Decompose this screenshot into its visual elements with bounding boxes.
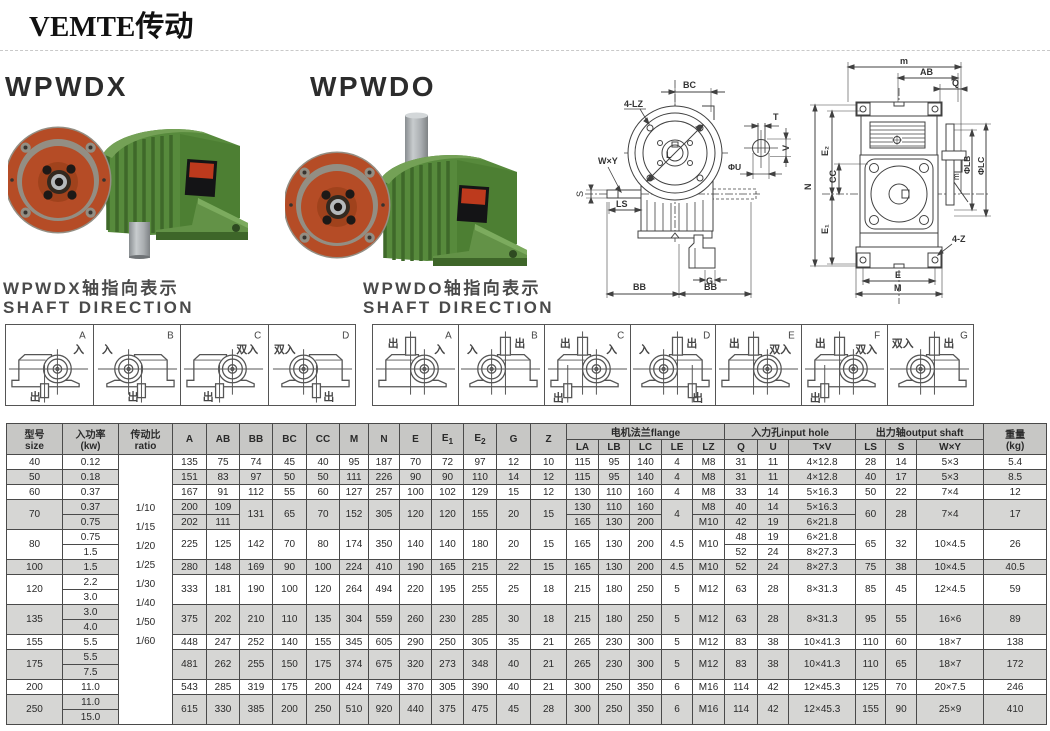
svg-text:出: 出 <box>323 390 334 404</box>
svg-text:T: T <box>773 112 779 122</box>
svg-text:m: m <box>952 173 961 180</box>
svg-text:入: 入 <box>467 343 478 356</box>
svg-text:E₁: E₁ <box>820 224 830 234</box>
svg-text:出: 出 <box>514 336 525 350</box>
svg-text:Q: Q <box>952 78 959 88</box>
svg-text:BC: BC <box>683 80 696 90</box>
svg-text:入: 入 <box>73 343 84 356</box>
svg-text:E: E <box>895 270 901 280</box>
svg-text:出: 出 <box>943 336 954 350</box>
svg-text:V: V <box>781 145 791 151</box>
svg-text:出: 出 <box>30 390 41 404</box>
svg-text:双入: 双入 <box>770 343 792 356</box>
svg-text:C: C <box>617 330 624 341</box>
svg-text:BB: BB <box>704 282 717 292</box>
svg-text:M: M <box>894 283 902 293</box>
svg-text:L: L <box>666 150 672 160</box>
svg-text:入: 入 <box>606 343 617 356</box>
svg-text:入: 入 <box>434 343 445 356</box>
svg-text:出: 出 <box>692 391 703 405</box>
svg-text:AB: AB <box>920 67 933 77</box>
svg-text:E₂: E₂ <box>820 146 830 156</box>
svg-text:D: D <box>703 330 710 341</box>
svg-text:W×Y: W×Y <box>598 156 618 166</box>
svg-text:ΦLB: ΦLB <box>962 156 972 174</box>
svg-text:入: 入 <box>101 343 112 356</box>
svg-text:B: B <box>167 330 174 341</box>
svg-text:N: N <box>803 184 813 191</box>
svg-text:G: G <box>706 276 713 286</box>
svg-text:G: G <box>960 330 968 341</box>
svg-text:双入: 双入 <box>856 343 878 356</box>
svg-text:ΦU: ΦU <box>728 162 741 172</box>
svg-text:S: S <box>575 191 585 197</box>
svg-text:F: F <box>874 330 880 341</box>
svg-text:BB: BB <box>633 282 646 292</box>
svg-text:入: 入 <box>638 343 649 356</box>
svg-text:出: 出 <box>815 336 826 350</box>
svg-text:CC: CC <box>828 170 838 183</box>
svg-text:ΦLC: ΦLC <box>976 157 986 175</box>
svg-text:4-Z: 4-Z <box>952 234 966 244</box>
svg-text:双入: 双入 <box>273 343 295 356</box>
svg-text:双入: 双入 <box>236 343 258 356</box>
svg-text:A: A <box>445 330 452 341</box>
svg-text:A: A <box>79 330 86 341</box>
svg-text:双入: 双入 <box>892 337 914 350</box>
svg-text:C: C <box>254 330 261 341</box>
svg-text:出: 出 <box>560 336 571 350</box>
svg-text:出: 出 <box>686 336 697 350</box>
svg-text:出: 出 <box>127 390 138 404</box>
svg-text:出: 出 <box>553 391 564 405</box>
svg-text:出: 出 <box>729 336 740 350</box>
svg-text:4-LZ: 4-LZ <box>624 99 644 109</box>
svg-text:B: B <box>531 330 538 341</box>
svg-text:m: m <box>900 56 908 66</box>
svg-text:E: E <box>789 330 796 341</box>
svg-text:LS: LS <box>616 199 628 209</box>
svg-text:出: 出 <box>203 390 214 404</box>
svg-text:出: 出 <box>388 336 399 350</box>
svg-text:出: 出 <box>810 391 821 405</box>
svg-text:D: D <box>342 330 349 341</box>
